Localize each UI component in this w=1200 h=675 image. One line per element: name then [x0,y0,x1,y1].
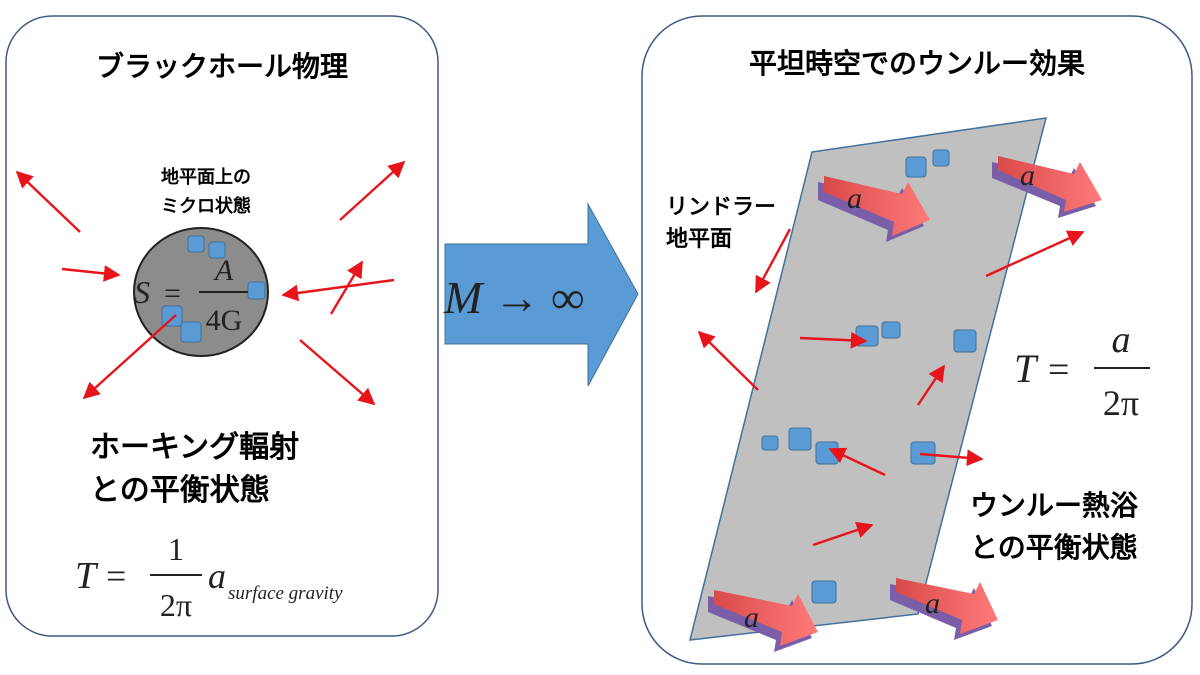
equilibrium-label-2: との平衡状態 [90,473,270,508]
hawking-temp-subscript: surface gravity [228,583,343,604]
horizon-square [953,329,977,353]
thermal-arrow [985,230,1085,278]
acceleration-arrow: a [890,578,998,640]
entropy-eq: = [164,277,181,310]
horizon-square [761,435,779,451]
rindler-horizon-plane [689,117,1048,641]
radiation-arrow-out [299,339,376,406]
hawking-temp-lhs: T [75,555,99,597]
svg-text:a: a [744,601,759,634]
entropy-numerator: A [213,254,234,287]
unruh-temp-numerator: a [1112,319,1131,361]
thermal-arrow [917,364,945,406]
svg-text:a: a [1020,159,1035,192]
horizon-square [905,156,927,178]
unruh-bath-label-2: との平衡状態 [970,531,1138,564]
horizon-square [788,427,812,451]
acceleration-arrow: a [708,590,818,652]
rindler-horizon-label: リンドラー [666,195,776,220]
radiation-arrow-out [339,160,406,221]
thermal-arrow [812,521,874,547]
thermal-arrow [754,228,792,294]
hawking-temp-eq: = [106,556,126,596]
radiation-arrow-out [82,314,177,400]
entropy-denominator: 4G [206,304,243,337]
radiation-arrow-out [15,170,81,233]
microstate-square [161,305,183,327]
thermal-arrow [799,331,868,349]
limit-label: M → ∞ [443,272,584,323]
radiation-arrow-in [61,265,121,282]
thermal-arrow [828,447,886,477]
radiation-arrow-in [329,260,364,315]
hawking-temp-denominator: 2π [160,587,192,623]
svg-text:a: a [925,587,940,620]
equilibrium-label: ホーキング輻射 [90,430,299,465]
radiation-arrow-in [281,278,395,302]
hawking-temp-variable: a [208,556,226,596]
unruh-bath-label: ウンルー熱浴 [970,489,1139,522]
unruh-temp-lhs: T [1014,346,1039,391]
limit-arrow [444,202,639,387]
microstate-square [180,321,202,343]
horizon-square [815,441,839,465]
microstate-label-2: ミクロ状態 [161,195,251,217]
microstate-square [247,281,266,300]
microstate-square [208,241,226,259]
horizon-square [910,441,936,465]
microstate-square [187,235,205,253]
svg-text:a: a [847,182,862,215]
horizon-square [932,149,950,167]
horizon-square [855,325,879,347]
thermal-arrow [919,449,984,467]
black-hole-title: ブラックホール物理 [96,50,348,83]
horizon-square [811,580,837,604]
thermal-arrow [697,330,759,391]
microstate-label: 地平面上の [161,166,251,188]
unruh-temp-eq: = [1048,349,1069,391]
hawking-temp-numerator: 1 [168,531,184,567]
unruh-temp-denominator: 2π [1103,383,1139,423]
unruh-title: 平坦時空でのウンルー効果 [749,47,1085,80]
rindler-horizon-label-2: 地平面 [666,227,732,252]
entropy-lhs: S [134,274,150,310]
acceleration-arrow: a [818,176,930,242]
acceleration-arrow: a [992,156,1102,218]
horizon-square [881,321,901,339]
